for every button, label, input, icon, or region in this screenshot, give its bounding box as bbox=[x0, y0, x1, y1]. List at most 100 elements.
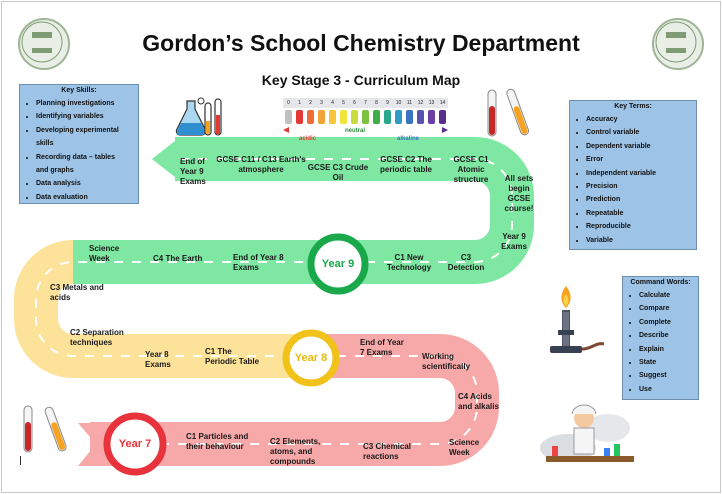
ph-colour-bar bbox=[329, 110, 336, 124]
key-skill-item: skills bbox=[36, 140, 54, 148]
ph-colour-bar bbox=[362, 110, 369, 124]
ph-number-cell: 8 bbox=[371, 98, 382, 108]
end-of-year9-label: End of Year 9 Exams bbox=[180, 157, 206, 186]
bunsen-burner-icon bbox=[550, 286, 605, 353]
ph-number-cell: 1 bbox=[294, 98, 305, 108]
road-ribbon-tail bbox=[78, 423, 108, 466]
ph-acidic-label: acidic bbox=[299, 136, 317, 142]
school-crest-left-icon bbox=[18, 18, 70, 70]
ph-number-cell: 12 bbox=[415, 98, 426, 108]
gcse-begin-label: All sets begin GCSE course! bbox=[504, 174, 534, 213]
ph-colour-bar bbox=[373, 110, 380, 124]
c3-detection-label: C3 Detection bbox=[447, 253, 485, 272]
command-words-heading: Command Words: bbox=[630, 279, 691, 286]
key-skill-item: Developing experimental bbox=[36, 124, 138, 137]
test-tubes-bottom-icon bbox=[23, 405, 67, 453]
ph-colour-bar bbox=[351, 110, 358, 124]
command-word-item: Complete bbox=[639, 316, 698, 329]
key-skill-item: Data evaluation bbox=[36, 191, 138, 204]
ph-colour-bar bbox=[307, 110, 314, 124]
text-cursor bbox=[20, 456, 21, 465]
key-skill-item: and graphs bbox=[36, 167, 74, 175]
gcse-c11-label: GCSE C11 / C13 Earth's atmosphere bbox=[216, 155, 306, 174]
ph-colour-bar bbox=[296, 110, 303, 124]
c1-new-technology-label: C1 New Technology bbox=[386, 253, 432, 272]
c1-periodic-table-label: C1 The Periodic Table bbox=[205, 347, 260, 366]
command-word-item: Compare bbox=[639, 302, 698, 315]
year8-exams-label: Year 8 Exams bbox=[145, 350, 171, 369]
key-term-item: Precision bbox=[586, 180, 696, 193]
key-terms-box: Key Terms: Accuracy Control variable Dep… bbox=[569, 100, 697, 250]
key-term-item: Control variable bbox=[586, 126, 696, 139]
ph-number-cell: 10 bbox=[393, 98, 404, 108]
key-skill-item: Data analysis bbox=[36, 177, 138, 190]
science-week-y7-label: Science Week bbox=[449, 438, 480, 457]
c4-the-earth-label: C4 The Earth bbox=[153, 254, 203, 263]
command-word-item: Calculate bbox=[639, 289, 698, 302]
road-arrow-head bbox=[152, 137, 180, 181]
ph-number-cell: 6 bbox=[349, 98, 360, 108]
c1-particles-label: C1 Particles and their behaviour bbox=[186, 432, 249, 451]
ph-number-cell: 4 bbox=[327, 98, 338, 108]
ph-colour-bar bbox=[340, 110, 347, 124]
gcse-c1-label: GCSE C1 Atomic structure bbox=[453, 155, 489, 184]
command-words-box: Command Words: Calculate Compare Complet… bbox=[622, 276, 699, 400]
flasks-icon bbox=[175, 97, 222, 136]
c2-separation-label: C2 Separation techniques bbox=[70, 328, 124, 347]
ph-colour-bar bbox=[439, 110, 446, 124]
school-crest-right-icon bbox=[652, 18, 704, 70]
test-tubes-icon bbox=[487, 88, 529, 137]
year7-ring bbox=[103, 412, 167, 476]
ph-colour-bar bbox=[285, 110, 292, 124]
ph-number-cell: 13 bbox=[426, 98, 437, 108]
key-skill-item: Identifying variables bbox=[36, 110, 138, 123]
key-skill-item: Recording data – tables bbox=[36, 151, 138, 164]
key-term-item: Reproducible bbox=[586, 220, 696, 233]
key-skills-heading: Key Skills: bbox=[61, 87, 97, 94]
gcse-c3-label: GCSE C3 Crude Oil bbox=[307, 163, 369, 182]
key-term-item: Accuracy bbox=[586, 113, 696, 126]
ph-number-cell: 5 bbox=[338, 98, 349, 108]
year8-ring bbox=[282, 329, 340, 387]
ph-colour-bar bbox=[395, 110, 402, 124]
c3-chemical-reactions-label: C3 Chemical reactions bbox=[363, 442, 412, 461]
ph-number-cell: 0 bbox=[283, 98, 294, 108]
year8-label: Year 8 bbox=[294, 352, 328, 364]
ph-alkaline-label: alkaline bbox=[397, 136, 420, 142]
c4-acids-alkalis-label: C4 Acids and alkalis bbox=[458, 392, 499, 411]
ph-number-cell: 9 bbox=[382, 98, 393, 108]
c3-metals-acids-label: C3 Metals and acids bbox=[50, 283, 104, 302]
ph-neutral-label: neutral bbox=[345, 128, 366, 134]
ph-colour-bar bbox=[406, 110, 413, 124]
key-term-item: Variable bbox=[586, 234, 696, 247]
c2-elements-label: C2 Elements, atoms, and compounds bbox=[270, 437, 321, 466]
year7-label: Year 7 bbox=[118, 438, 152, 450]
command-word-item: Describe bbox=[639, 329, 698, 342]
ph-colour-bar bbox=[428, 110, 435, 124]
key-term-item: Error bbox=[586, 153, 696, 166]
ph-number-cell: 14 bbox=[437, 98, 448, 108]
ph-colour-bar bbox=[384, 110, 391, 124]
road-dashes bbox=[35, 158, 513, 445]
end-of-year8-label: End of Year 8 Exams bbox=[233, 253, 284, 272]
key-term-item: Independent variable bbox=[586, 167, 696, 180]
working-scientifically-label: Working scientifically bbox=[422, 352, 471, 371]
ph-number-cell: 7 bbox=[360, 98, 371, 108]
page-title: Gordon’s School Chemistry Department bbox=[142, 30, 580, 56]
end-of-year7-label: End of Year 7 Exams bbox=[360, 338, 404, 357]
year9-label: Year 9 bbox=[321, 258, 355, 270]
ph-number-cell: 2 bbox=[305, 98, 316, 108]
year9-ring bbox=[307, 233, 369, 295]
science-week-y8-label: Science Week bbox=[89, 244, 120, 263]
key-skills-box: Key Skills: Planning investigations Iden… bbox=[19, 84, 139, 204]
key-term-item: Repeatable bbox=[586, 207, 696, 220]
command-word-item: Explain bbox=[639, 343, 698, 356]
key-terms-heading: Key Terms: bbox=[614, 103, 652, 110]
key-term-item: Prediction bbox=[586, 193, 696, 206]
key-skill-item: Planning investigations bbox=[36, 97, 138, 110]
ph-arrow-icon bbox=[283, 127, 448, 133]
command-word-item: Suggest bbox=[639, 369, 698, 382]
scientist-illustration-icon bbox=[540, 404, 634, 462]
